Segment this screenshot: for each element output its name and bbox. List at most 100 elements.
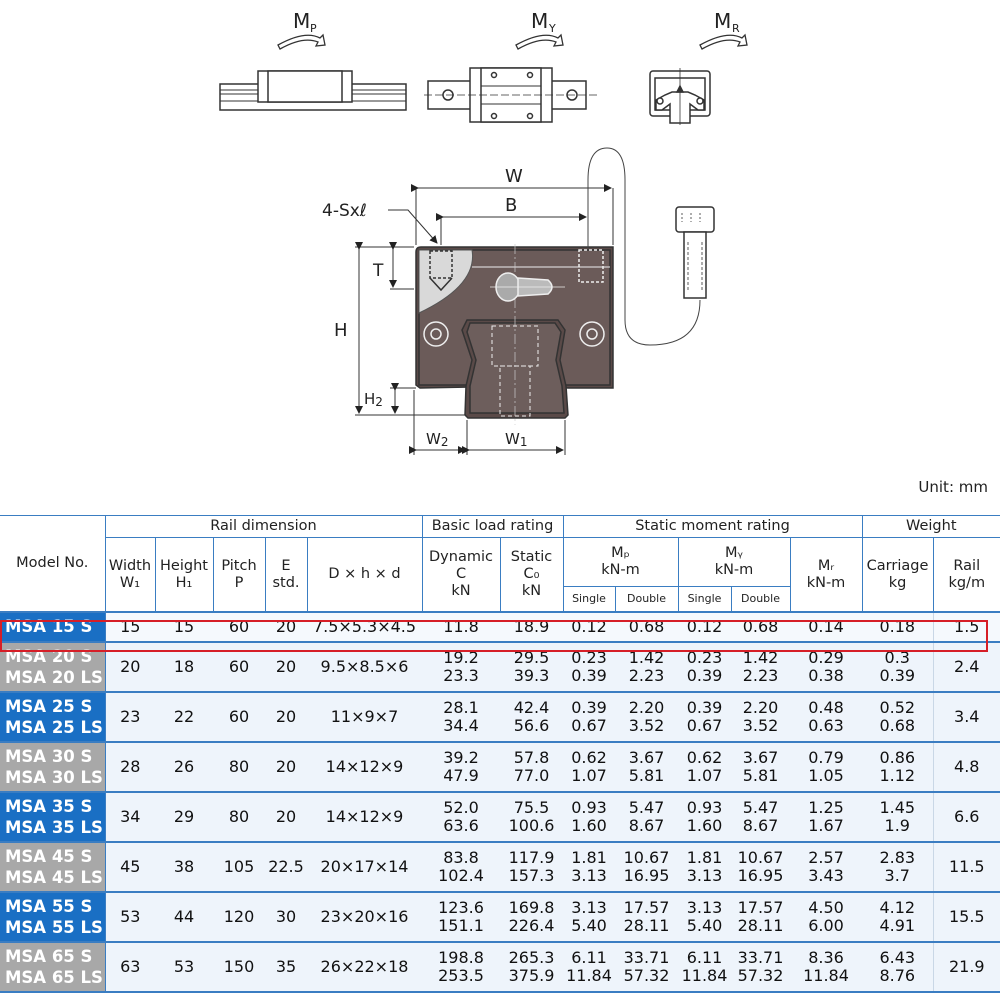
header-my-single: Single xyxy=(677,586,732,613)
height-cell: 38 xyxy=(155,841,213,893)
svg-text:W2: W2 xyxy=(426,430,448,449)
svg-text:Y: Y xyxy=(548,22,556,35)
svg-text:B: B xyxy=(505,195,517,216)
rail-weight-cell: 3.4 xyxy=(932,691,1000,743)
front-view-icon xyxy=(649,68,711,125)
svg-text:M: M xyxy=(714,9,731,33)
height-cell: 15 xyxy=(155,611,213,643)
dhd-cell: 26×22×18 xyxy=(307,941,422,993)
sta-cell: 18.9 xyxy=(500,611,563,643)
myd-cell: 0.68 xyxy=(731,611,790,643)
rail-weight-cell: 15.5 xyxy=(932,891,1000,943)
rail-weight-cell: 21.9 xyxy=(932,941,1000,993)
pitch-cell: 120 xyxy=(213,891,265,943)
cross-section-drawing: W B 4-Sxℓ T H H2 W2 W1 xyxy=(322,147,715,455)
pitch-cell: 80 xyxy=(213,741,265,793)
svg-text:R: R xyxy=(732,22,740,35)
pitch-cell: 60 xyxy=(213,611,265,643)
mr-cell: 0.14 xyxy=(790,611,863,643)
e-cell: 30 xyxy=(265,891,307,943)
dhd-cell: 14×12×9 xyxy=(307,791,422,843)
height-cell: 29 xyxy=(155,791,213,843)
e-cell: 20 xyxy=(265,791,307,843)
e-cell: 20 xyxy=(265,741,307,793)
header-my-double: Double xyxy=(730,586,791,613)
top-view-icon xyxy=(424,67,598,123)
dyn-cell: 11.8 xyxy=(422,611,500,643)
header-basic-load-rating: Basic load rating xyxy=(421,515,564,538)
svg-text:4-Sxℓ: 4-Sxℓ xyxy=(322,201,367,221)
header-model-no: Model No. xyxy=(0,515,106,613)
rail-weight-cell: 4.8 xyxy=(932,741,1000,793)
pitch-cell: 105 xyxy=(213,841,265,893)
pitch-cell: 60 xyxy=(213,691,265,743)
header-static-moment-rating: Static moment rating xyxy=(562,515,863,538)
header-mp-double: Double xyxy=(614,586,679,613)
pitch-cell: 80 xyxy=(213,791,265,843)
width-cell: 53 xyxy=(105,891,155,943)
moment-yaw: M Y xyxy=(515,9,564,50)
dhd-cell: 7.5×5.3×4.5 xyxy=(307,611,422,643)
specification-table: Model No. Rail dimension Basic load rati… xyxy=(0,515,1000,993)
dhd-cell: 11×9×7 xyxy=(307,691,422,743)
header-mp-single: Single xyxy=(562,586,616,613)
e-cell: 22.5 xyxy=(265,841,307,893)
e-cell: 20 xyxy=(265,641,307,693)
height-cell: 22 xyxy=(155,691,213,743)
linear-guide-diagram: M P M Y M R xyxy=(219,9,748,455)
header-dhd: D × h × d xyxy=(306,537,423,613)
width-cell: 34 xyxy=(105,791,155,843)
mpd-cell: 0.68 xyxy=(615,611,678,643)
car-cell: 0.18 xyxy=(862,611,934,643)
moment-roll: M R xyxy=(699,9,748,50)
dhd-cell: 20×17×14 xyxy=(307,841,422,893)
model-cell: MSA 15 S xyxy=(0,611,106,643)
mys-cell: 0.12 xyxy=(678,611,731,643)
